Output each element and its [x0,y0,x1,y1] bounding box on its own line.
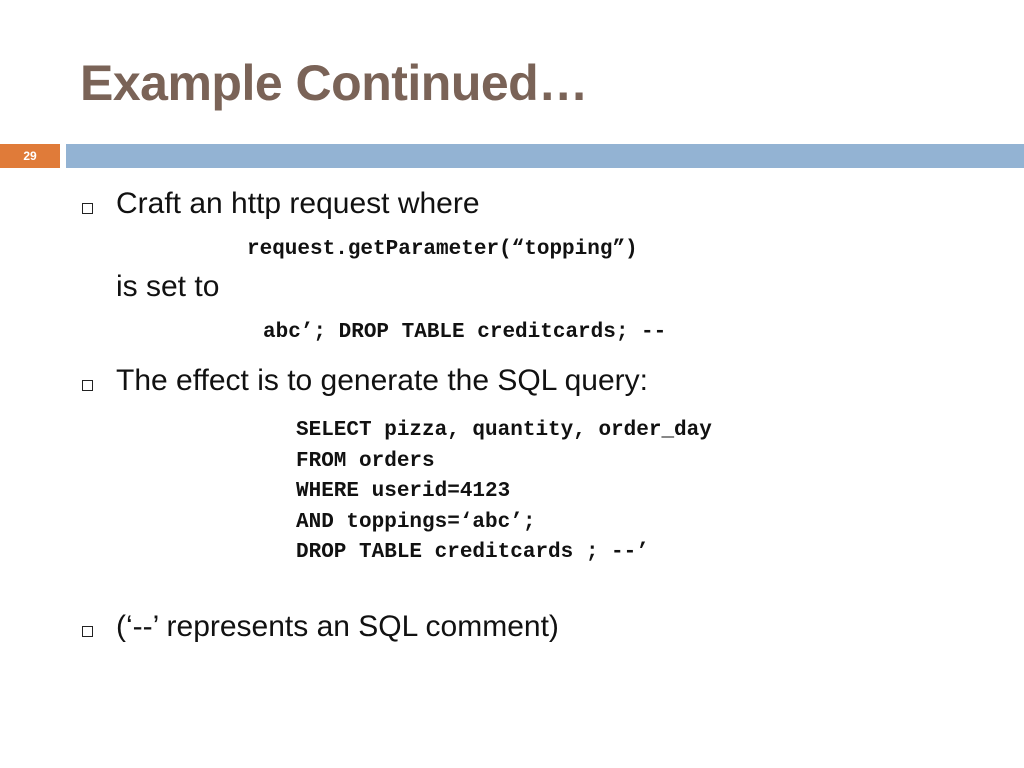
slide-number: 29 [0,144,60,168]
sql-query-line: AND toppings=‘abc’; [296,510,536,534]
sql-query-block: SELECT pizza, quantity, order_day FROM o… [296,416,712,569]
slide-title: Example Continued… [80,55,588,111]
code-get-parameter: request.getParameter(“topping”) [247,238,638,261]
bullet-text-3: (‘--’ represents an SQL comment) [116,610,559,643]
bullet-marker-1 [82,203,93,214]
bullet-continuation-text: is set to [116,270,220,303]
sql-query-line: FROM orders [296,449,435,473]
code-injection-string: abc’; DROP TABLE creditcards; -- [263,321,667,344]
sql-query-line: WHERE userid=4123 [296,480,511,503]
hollow-square-icon [82,380,93,391]
sql-query-line: SELECT pizza, quantity, order_day [296,419,712,442]
bullet-marker-2 [82,380,93,391]
hollow-square-icon [82,203,93,214]
hollow-square-icon [82,626,93,637]
sql-query-line: DROP TABLE creditcards ; --’ [296,541,649,564]
header-bar [66,144,1024,168]
bullet-text-2: The effect is to generate the SQL query: [116,364,648,397]
bullet-marker-3 [82,626,93,637]
bullet-text-1: Craft an http request where [116,187,480,220]
